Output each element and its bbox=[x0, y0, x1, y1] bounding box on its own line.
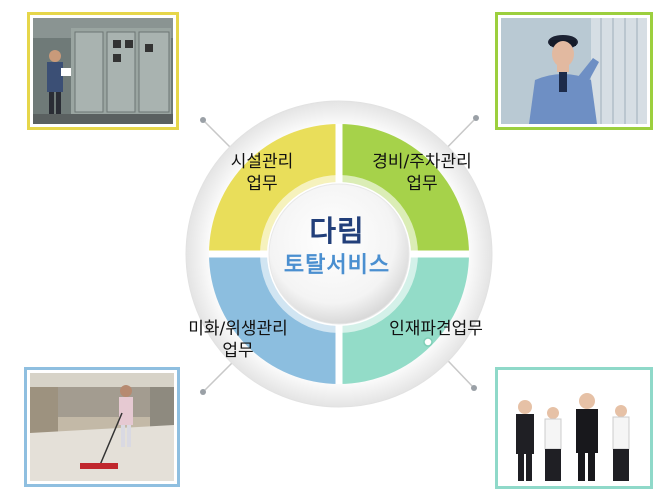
segment-label-security: 경비/주차관리 업무 bbox=[372, 152, 472, 194]
connector-dot-dispatch bbox=[471, 385, 477, 391]
hub-circle bbox=[268, 183, 410, 325]
facility-photo-image bbox=[33, 18, 173, 124]
staff-figures bbox=[516, 393, 630, 481]
connector-dot-facility bbox=[200, 117, 206, 123]
dispatch-photo bbox=[495, 367, 653, 489]
facility-photo bbox=[27, 12, 179, 130]
segment-label-facility: 시설관리 업무 bbox=[230, 152, 294, 194]
security-photo bbox=[495, 12, 653, 130]
quadrants bbox=[209, 124, 469, 384]
segment-marker-dot bbox=[423, 337, 433, 347]
security-photo-image bbox=[501, 18, 647, 124]
cleaning-photo bbox=[24, 367, 180, 487]
quadrant-facility bbox=[209, 124, 339, 254]
center-subtitle: 토탈서비스 bbox=[283, 253, 391, 278]
segment-label-dispatch: 인재파견업무 bbox=[389, 319, 483, 339]
quadrant-dispatch bbox=[339, 254, 469, 384]
connector-dot-security bbox=[473, 115, 479, 121]
dispatch-photo-image bbox=[501, 373, 647, 483]
cleaning-photo-image bbox=[30, 373, 174, 481]
quadrant-security bbox=[339, 124, 469, 254]
segment-label-cleaning: 미화/위생관리 업무 bbox=[188, 319, 288, 361]
connector-dot-cleaning bbox=[200, 389, 206, 395]
quadrant-cleaning bbox=[209, 254, 339, 384]
center-title: 다림 bbox=[309, 214, 365, 248]
